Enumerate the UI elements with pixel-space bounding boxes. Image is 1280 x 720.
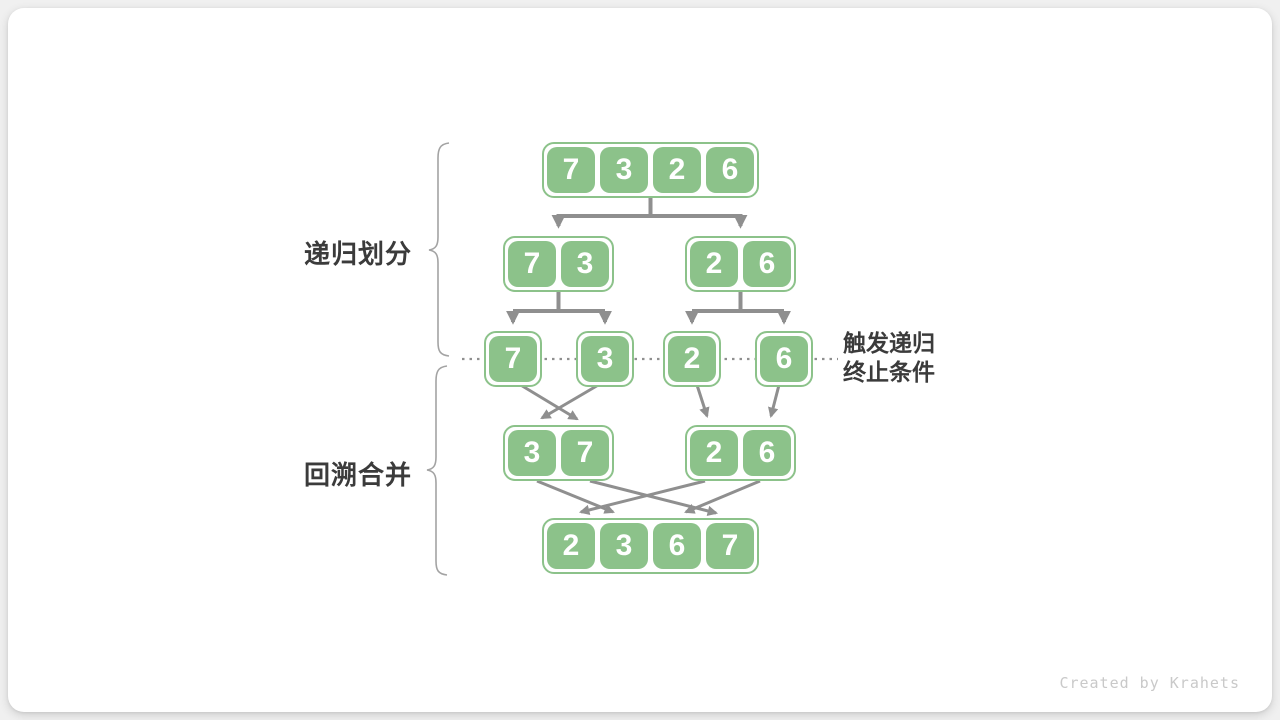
- array-box-level2-2: 2: [663, 331, 721, 387]
- array-box-level2-0: 7: [484, 331, 542, 387]
- array-cell: 3: [508, 430, 556, 476]
- array-box-level2-1: 3: [576, 331, 634, 387]
- array-cell: 7: [547, 147, 595, 193]
- credit-text: Created by Krahets: [1059, 674, 1240, 692]
- array-cell: 7: [706, 523, 754, 569]
- array-cell: 2: [690, 430, 738, 476]
- array-cell: 7: [489, 336, 537, 382]
- array-cell: 3: [581, 336, 629, 382]
- divide-phase-label: 递归划分: [303, 239, 412, 269]
- array-cell: 3: [600, 147, 648, 193]
- array-cell: 3: [561, 241, 609, 287]
- termination-label-line2: 终止条件: [843, 359, 935, 385]
- diagram-card: [8, 8, 1272, 712]
- array-box-level1-left: 7 3: [503, 236, 614, 292]
- array-box-merge0: 2 3 6 7: [542, 518, 759, 574]
- array-cell: 3: [600, 523, 648, 569]
- array-box-level0: 7 3 2 6: [542, 142, 759, 198]
- array-cell: 6: [743, 241, 791, 287]
- array-cell: 6: [760, 336, 808, 382]
- array-cell: 2: [547, 523, 595, 569]
- merge-phase-label: 回溯合并: [303, 460, 412, 490]
- array-cell: 2: [668, 336, 716, 382]
- array-cell: 6: [653, 523, 701, 569]
- termination-label-line1: 触发递归: [843, 330, 935, 356]
- array-box-level2-3: 6: [755, 331, 813, 387]
- array-cell: 7: [561, 430, 609, 476]
- array-box-level1-right: 2 6: [685, 236, 796, 292]
- array-box-merge1-right: 2 6: [685, 425, 796, 481]
- array-cell: 6: [706, 147, 754, 193]
- array-cell: 2: [690, 241, 738, 287]
- array-cell: 2: [653, 147, 701, 193]
- array-box-merge1-left: 3 7: [503, 425, 614, 481]
- array-cell: 7: [508, 241, 556, 287]
- array-cell: 6: [743, 430, 791, 476]
- termination-label: 触发递归 终止条件: [843, 329, 935, 387]
